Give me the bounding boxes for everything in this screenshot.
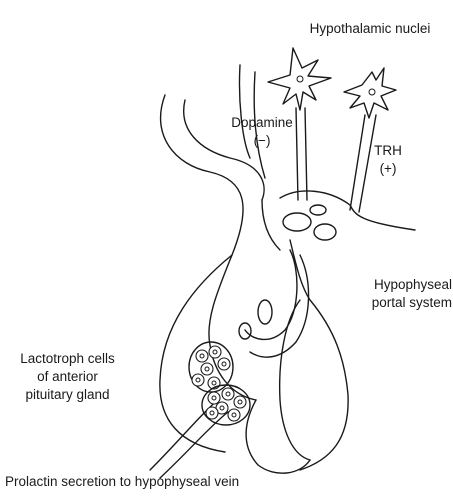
hypothalamic-nuclei-label: Hypothalamic nuclei [290,20,450,37]
trh-sign: (+) [358,160,418,177]
lactotroph-label-line1: Lactotroph cells [0,350,135,367]
trh-neuron [344,68,396,212]
prolactin-secretion-label: Prolactin secretion to hypophyseal vein [5,473,239,490]
portal-system-label-line2: portal system [323,294,452,311]
lactotroph-label-line2: of anterior [0,368,135,385]
lactotroph-cluster-lower [202,385,250,425]
portal-capillaries [239,205,336,357]
dopamine-sign: (−) [222,132,302,149]
dopamine-label: Dopamine [222,114,302,131]
portal-system-label-line1: Hypophyseal [323,276,452,293]
trh-label: TRH [358,142,418,159]
lactotroph-label-line3: pituitary gland [0,386,135,403]
